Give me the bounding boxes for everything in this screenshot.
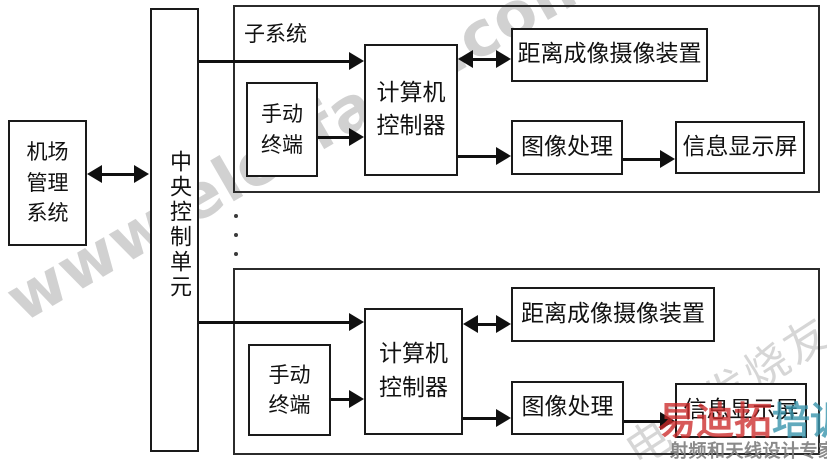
arrow-computer2-camera2-head-right <box>496 315 511 333</box>
arrow-manual2-computer2-line <box>331 398 351 401</box>
arrow-computer2-camera2-head-left <box>463 315 478 333</box>
image-processing-2-label: 图像处理 <box>521 394 614 421</box>
computer-controller-2-box: 计算机 控制器 <box>364 308 463 435</box>
arrow-computer1-camera1-head-left <box>458 50 473 68</box>
arrow-computer2-camera2-line <box>474 323 501 326</box>
image-processing-1-label: 图像处理 <box>521 133 613 160</box>
arrow-image2-display2-line <box>624 420 662 423</box>
arrow-manual1-computer1-line <box>318 136 351 139</box>
computer-controller-1-line2: 控制器 <box>376 113 446 139</box>
subsystem-1-label: 子系统 <box>244 22 307 46</box>
distance-imaging-camera-2-box: 距离成像摄像装置 <box>511 287 715 342</box>
airport-management-line3: 系统 <box>26 201 69 226</box>
central-control-unit-label: 中央控制单元 <box>166 150 191 300</box>
arrow-manual1-computer1-head <box>349 128 364 146</box>
manual-terminal-2-box: 手动 终端 <box>248 344 331 436</box>
arrow-computer1-image1-head <box>496 147 511 165</box>
manual-terminal-1-line1: 手动 <box>261 102 303 127</box>
image-processing-2-box: 图像处理 <box>511 381 624 435</box>
arrow-bar-computer1-head <box>349 52 364 70</box>
watermark-brand: 易迪拓培训 <box>658 402 827 440</box>
subsystem-2-box <box>233 268 820 455</box>
subsystem-1-box <box>233 5 820 193</box>
manual-terminal-1-box: 手动 终端 <box>246 82 318 177</box>
distance-imaging-camera-2-label: 距离成像摄像装置 <box>521 300 705 327</box>
airport-management-line2: 管理 <box>26 170 69 195</box>
distance-imaging-camera-1-label: 距离成像摄像装置 <box>517 41 702 68</box>
arrow-computer2-image2-head <box>496 409 511 427</box>
manual-terminal-2-line1: 手动 <box>268 362 311 387</box>
arrow-image2-display2-head <box>660 412 675 430</box>
arrow-computer1-camera1-head-right <box>496 50 511 68</box>
info-display-1-box: 信息显示屏 <box>675 121 805 174</box>
arrow-mgmt-bar-head-left <box>87 165 102 183</box>
ellipsis-dot-2 <box>234 233 238 237</box>
computer-controller-1-box: 计算机 控制器 <box>364 44 458 176</box>
computer-controller-1-line1: 计算机 <box>376 79 446 106</box>
arrow-image1-display1-head <box>660 150 675 168</box>
image-processing-1-box: 图像处理 <box>511 120 623 175</box>
watermark-brand-red: 易迪拓 <box>658 399 773 443</box>
arrow-bar-computer2-head <box>349 313 364 331</box>
arrow-manual2-computer2-head <box>349 390 364 408</box>
ellipsis-dot-1 <box>234 214 238 218</box>
watermark-tagline: 射频和天线设计专家 <box>670 441 827 461</box>
computer-controller-2-line2: 控制器 <box>379 374 448 401</box>
airport-management-line1: 机场 <box>26 140 69 165</box>
manual-terminal-1-line2: 终端 <box>261 132 303 157</box>
ellipsis-dot-3 <box>234 252 238 256</box>
arrow-computer2-image2-line <box>463 417 498 420</box>
info-display-1-label: 信息显示屏 <box>682 133 798 160</box>
arrow-bar-computer2-line <box>199 321 351 324</box>
computer-controller-2-line1: 计算机 <box>379 341 448 368</box>
arrow-computer1-image1-line <box>458 155 498 158</box>
manual-terminal-2-line2: 终端 <box>268 393 311 417</box>
arrow-mgmt-bar-line <box>98 173 140 176</box>
central-control-unit-box <box>150 8 199 452</box>
info-display-2-label: 信息显示屏 <box>683 396 799 423</box>
info-display-2-box: 信息显示屏 <box>675 383 807 438</box>
distance-imaging-camera-1-box: 距离成像摄像装置 <box>511 28 708 82</box>
arrow-image1-display1-line <box>623 158 662 161</box>
arrow-mgmt-bar-head-right <box>134 165 149 183</box>
arrow-bar-computer1-line <box>199 60 351 63</box>
airport-management-system-box: 机场 管理 系统 <box>8 120 87 246</box>
arrow-computer1-camera1-line <box>469 58 501 61</box>
watermark-brand-teal: 培训 <box>772 399 827 443</box>
